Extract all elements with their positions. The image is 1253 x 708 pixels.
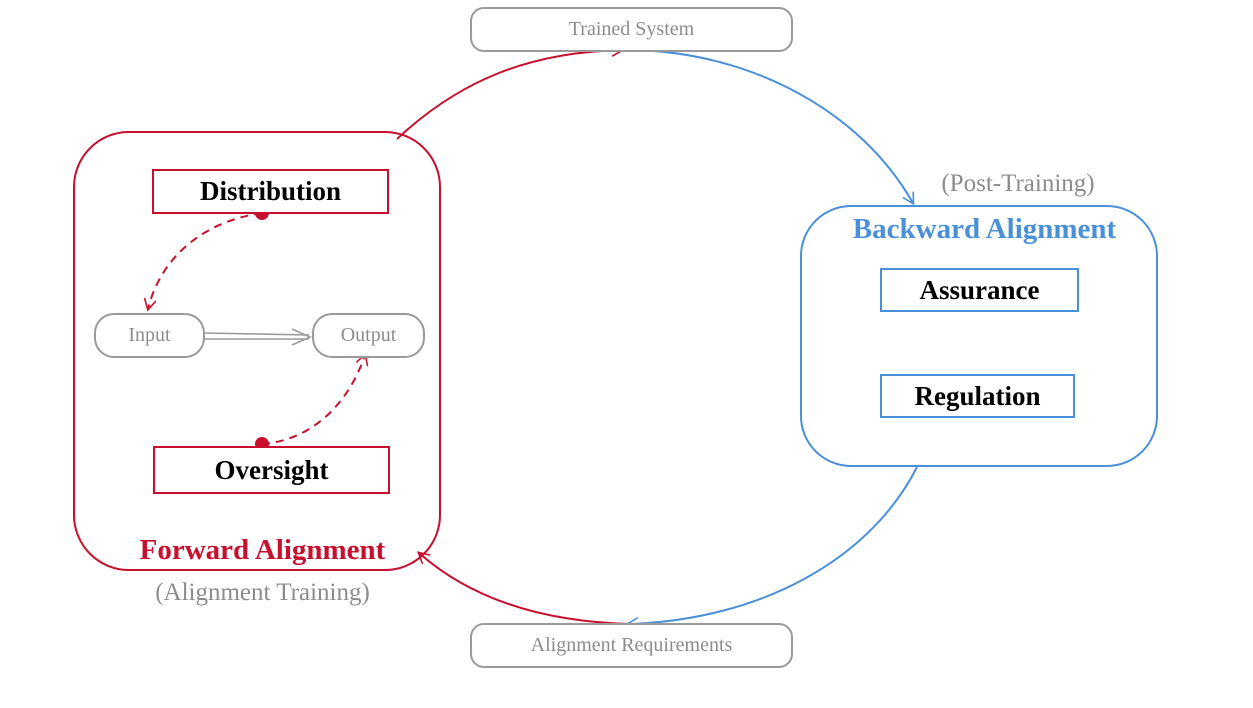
forward-alignment-title: Forward Alignment xyxy=(139,533,386,566)
trained-system-to-backward-arrow xyxy=(631,49,913,203)
input-to-output-arrow xyxy=(203,332,310,336)
forward-alignment-subtitle: (Alignment Training) xyxy=(155,579,370,606)
oversight-box: Oversight xyxy=(153,446,390,494)
backward-alignment-title: Backward Alignment xyxy=(852,212,1117,245)
assurance-box: Assurance xyxy=(880,268,1079,312)
distribution-box: Distribution xyxy=(152,169,389,214)
backward-alignment-container xyxy=(800,205,1158,467)
output-node: Output xyxy=(312,313,425,358)
backward-alignment-subtitle: (Post-Training) xyxy=(941,170,1095,197)
requirements-to-forward-arrow xyxy=(419,553,633,625)
distribution-to-input-dashed-arrow xyxy=(148,212,263,309)
regulation-box: Regulation xyxy=(880,374,1075,418)
forward-to-trained-system-arrow xyxy=(396,50,622,140)
forward-alignment-container xyxy=(73,131,441,571)
backward-to-requirements-arrow xyxy=(628,466,918,624)
input-node: Input xyxy=(94,313,205,358)
oversight-to-output-dashed-arrow xyxy=(261,355,365,445)
alignment-requirements-node: Alignment Requirements xyxy=(470,623,793,668)
trained-system-node: Trained System xyxy=(470,7,793,52)
